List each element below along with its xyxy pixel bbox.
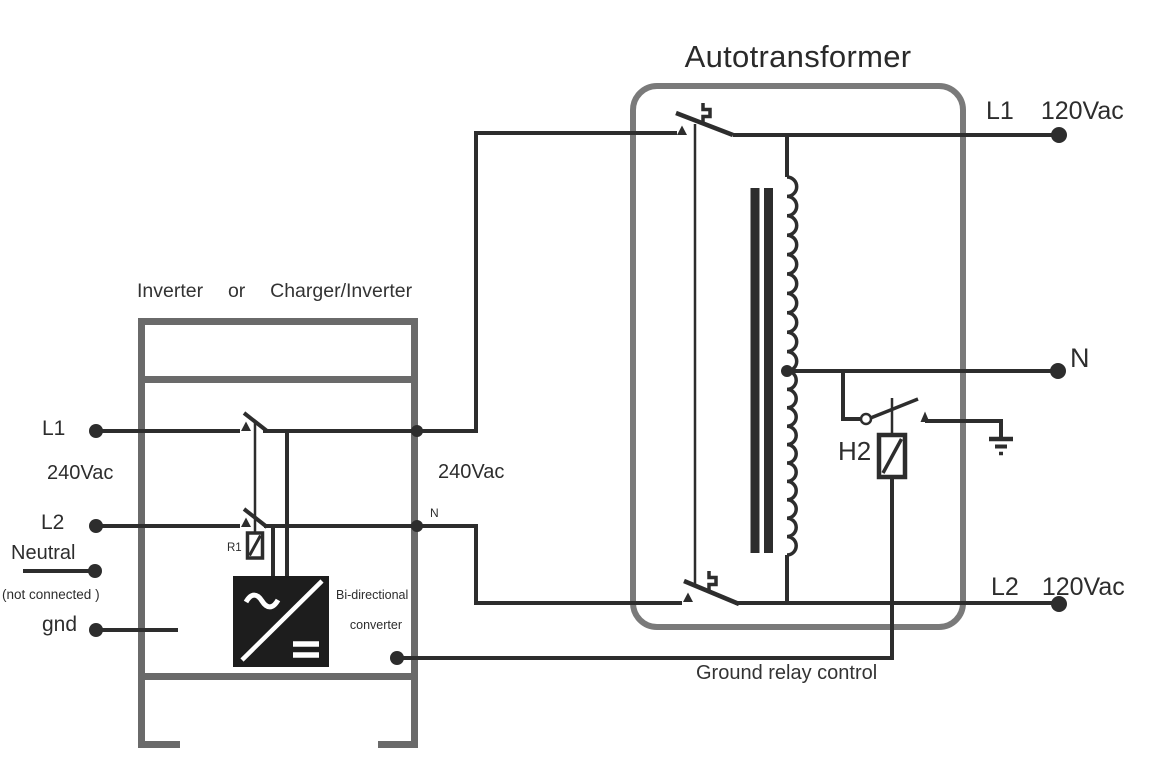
center-tap-junction [781, 365, 793, 377]
mechanical-links [253, 124, 894, 584]
h2-relay-coil [876, 432, 908, 480]
contact-arrow-bottom [683, 592, 693, 602]
transformer-core-bar-2 [764, 188, 773, 553]
junction-n-box-edge [411, 520, 423, 532]
terminal-l2-in [89, 519, 103, 533]
inverter-title: Inverter or Charger/Inverter [137, 280, 413, 302]
linkage-icon-top [701, 103, 712, 122]
output-l2-label: L2 120Vac [991, 574, 1125, 601]
contact-arrow-top [677, 125, 687, 135]
output-n-label: N [1070, 343, 1090, 373]
wires [23, 131, 1057, 660]
converter-label: Bi-directional converter [336, 588, 408, 633]
junction-l1-box-edge [411, 425, 423, 437]
transfer-switch-bottom-blade [683, 578, 740, 607]
terminals [88, 127, 1067, 665]
h2-label: H2 [838, 436, 872, 466]
input-voltage-label: 240Vac [47, 462, 114, 484]
inverter-l1-switch-blade [242, 411, 269, 433]
output-l2-voltage: 120Vac [1041, 573, 1125, 601]
contact-arrow-h2 [920, 411, 930, 422]
input-gnd-label: gnd [42, 613, 78, 636]
spacer [1019, 574, 1042, 601]
converter-diagonal [240, 579, 324, 662]
terminal-l1-out [1051, 127, 1067, 143]
mid-voltage-label: 240Vac [438, 461, 505, 483]
h2-switch-pivot [859, 412, 873, 426]
wire-h2-to-ground [925, 419, 1003, 437]
terminal-ground-relay [390, 651, 404, 665]
converter-label-line2: converter [349, 618, 403, 632]
wire-h2-branch [841, 371, 861, 421]
r1-label: R1 [227, 542, 242, 554]
transformer [750, 175, 799, 557]
ground-relay-control-label: Ground relay control [696, 662, 878, 684]
linkage-icon-bottom [707, 571, 718, 590]
h2-switch-blade [867, 397, 919, 421]
inverter-l2-switch-blade [242, 507, 269, 529]
inverter-enclosure [138, 318, 418, 748]
input-l1-label: L1 [42, 417, 66, 440]
r1-relay-coil [245, 531, 265, 560]
spacer [1014, 98, 1041, 125]
transformer-core-bar-1 [750, 188, 760, 553]
switch-linkage-icons [701, 103, 718, 590]
neutral-note: (not connected ) [2, 587, 100, 602]
output-l1-voltage: 120Vac [1040, 97, 1124, 125]
autotransformer-enclosure [630, 83, 966, 630]
output-l1-name: L1 [986, 97, 1014, 125]
mid-neutral-mark: N [430, 506, 439, 520]
terminal-l1-in [89, 424, 103, 438]
output-l1-label: L1 120Vac [986, 98, 1124, 125]
wire-l1-to-autotransformer [263, 131, 677, 433]
wire-n-240-to-autotransformer [264, 524, 682, 605]
terminal-n-out [1050, 363, 1066, 379]
output-l2-name: L2 [991, 573, 1019, 601]
converter-block [233, 576, 329, 667]
terminal-gnd-in [89, 623, 103, 637]
earth-ground-icon [989, 436, 1013, 456]
converter-dc-icon [293, 641, 319, 658]
converter-label-line1: Bi-directional [336, 588, 409, 602]
contact-arrow-l1 [241, 421, 251, 431]
input-l2-label: L2 [41, 511, 65, 534]
autotransformer-title: Autotransformer [684, 39, 912, 74]
transfer-switch-top-blade [675, 110, 734, 138]
relay-coils [245, 432, 908, 560]
switches [241, 110, 930, 607]
terminal-l2-out [1051, 596, 1067, 612]
contact-arrow-l2 [241, 517, 251, 527]
converter-ac-icon [243, 592, 281, 610]
contact-arrows [241, 125, 930, 602]
terminal-neutral-in [88, 564, 102, 578]
wire-ground-relay-control [398, 477, 894, 660]
input-neutral-label: Neutral [11, 542, 76, 564]
